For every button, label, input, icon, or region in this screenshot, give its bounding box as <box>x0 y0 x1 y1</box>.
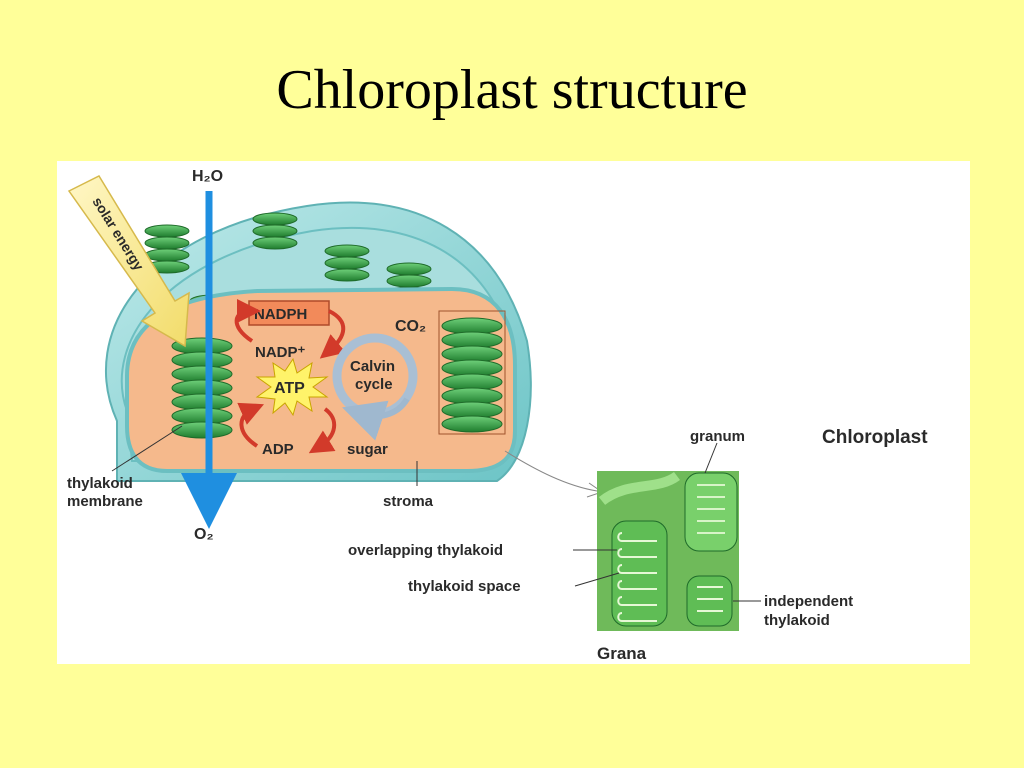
calvin-label: Calvin <box>350 358 395 375</box>
zoom-connector <box>504 450 598 492</box>
atp-cycle-arrow-right <box>308 407 336 454</box>
atp-starburst <box>255 357 329 417</box>
left-granum <box>171 337 233 439</box>
independent-label-2: thylakoid <box>764 612 830 629</box>
cycle-label: cycle <box>355 376 393 393</box>
independent-label-1: independent <box>764 593 853 610</box>
granum-label: granum <box>690 428 745 445</box>
nadph-label: NADPH <box>254 306 307 323</box>
solar-energy-arrow <box>67 175 190 348</box>
adp-label: ADP <box>262 441 294 458</box>
thylakoid-membrane-leader <box>111 425 183 472</box>
stroma-label: stroma <box>383 493 434 510</box>
slide-title: Chloroplast structure <box>276 59 748 121</box>
sugar-label: sugar <box>347 441 388 458</box>
thylakoid-membrane-label-1: thylakoid <box>67 475 133 492</box>
atp-label: ATP <box>274 380 305 397</box>
nadp-cycle-arrow-left <box>234 299 261 343</box>
chloroplast-label: Chloroplast <box>822 427 928 448</box>
granum-leader <box>704 442 718 474</box>
o2-label: O₂ <box>194 526 214 543</box>
thylakoid-space-label: thylakoid space <box>408 578 521 595</box>
grana-label: Grana <box>597 644 647 663</box>
thylakoid-membrane-label-2: membrane <box>67 493 143 510</box>
h2o-label: H₂O <box>192 168 223 185</box>
co2-label: CO₂ <box>395 318 426 335</box>
nadp-cycle-arrow-right <box>319 309 346 359</box>
calvin-cycle-arrow <box>342 397 410 441</box>
atp-cycle-arrow-left <box>237 402 264 448</box>
granum-highlight-box <box>438 310 506 435</box>
right-granum <box>441 317 503 433</box>
diagram-svg: solar energy H₂O O₂ NADPH NADP⁺ ATP ADP … <box>67 168 928 663</box>
grana-inset-structures <box>598 471 738 627</box>
chloroplast-figure: solar energy H₂O O₂ NADPH NADP⁺ ATP ADP … <box>57 161 970 664</box>
thylakoid-space-leader <box>574 572 620 587</box>
nadp-plus-label: NADP⁺ <box>255 344 306 361</box>
overlapping-thylakoid-label: overlapping thylakoid <box>348 542 503 559</box>
